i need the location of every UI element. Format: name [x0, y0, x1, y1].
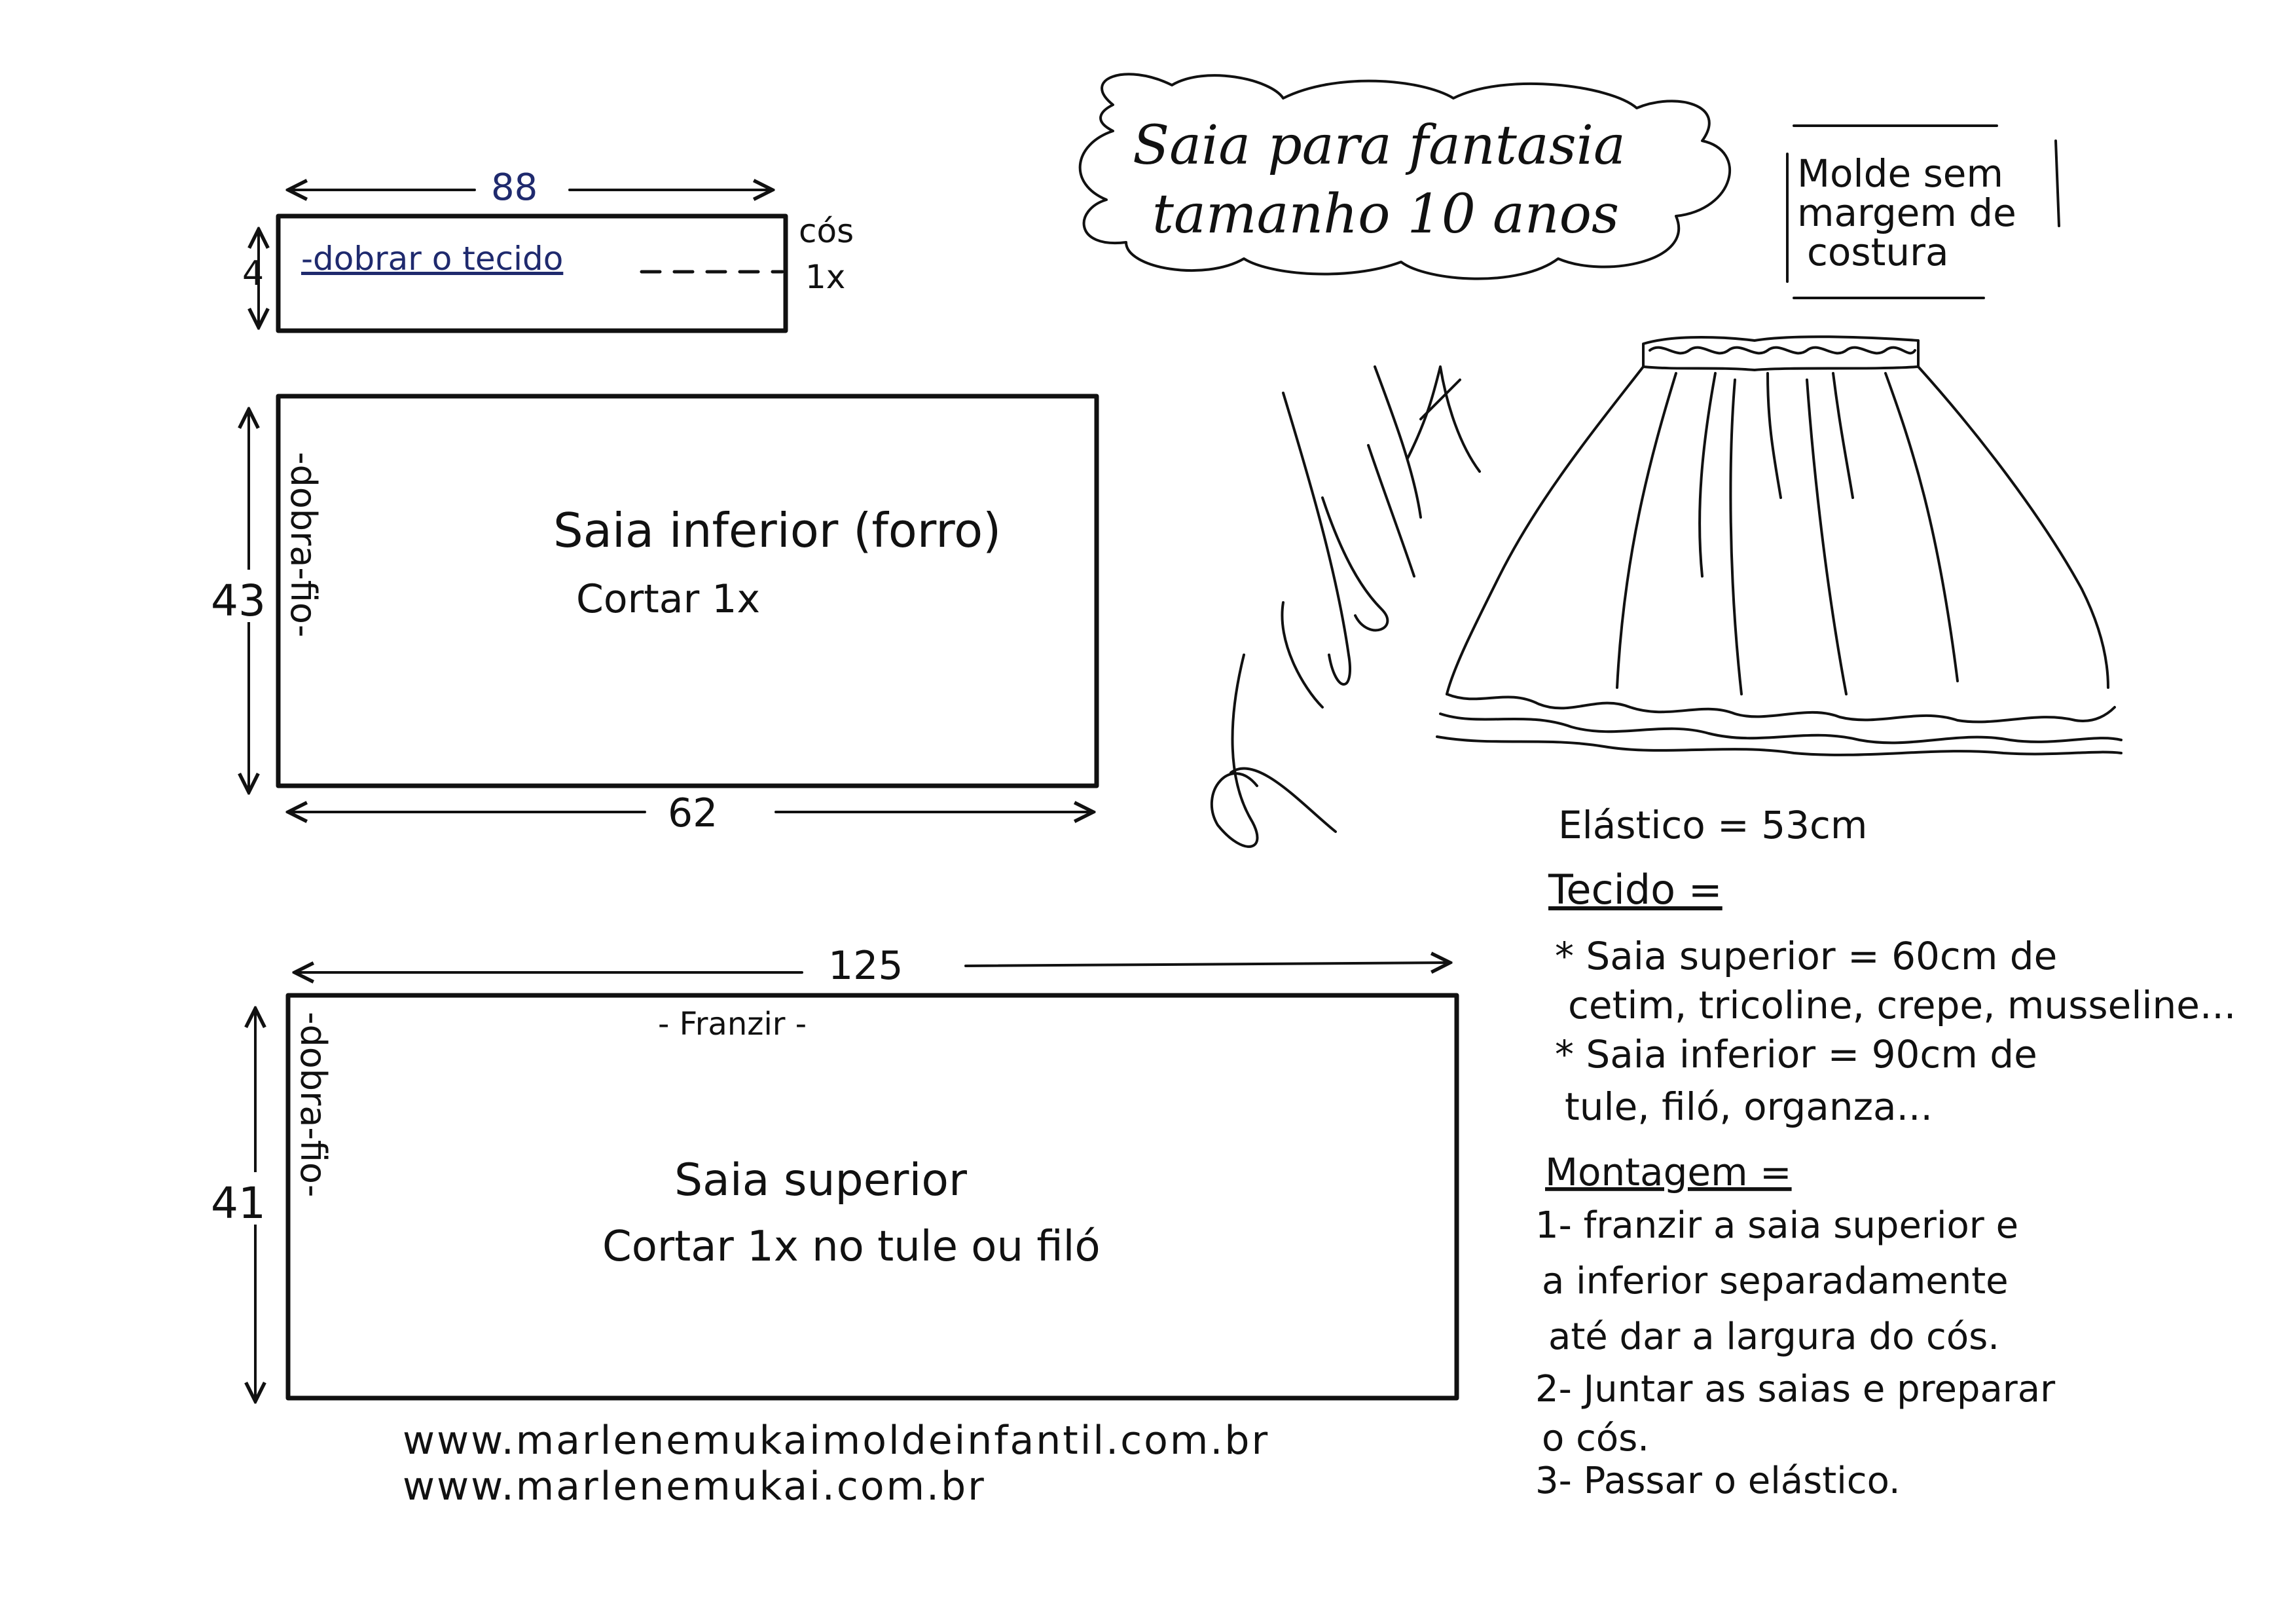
waistband-name: cós — [799, 212, 854, 250]
upper-skirt-gather-label: - Franzir - — [658, 1006, 807, 1043]
title-line-2: tamanho 10 anos — [1152, 183, 1619, 246]
lower-skirt-grain-label: -dobra-fio- — [283, 452, 324, 637]
website-1[interactable]: www.marlenemukaimoldeinfantil.com.br — [403, 1418, 1269, 1464]
assembly-heading: Montagem = — [1545, 1150, 1792, 1194]
upper-skirt-cut: Cortar 1x no tule ou filó — [602, 1223, 1101, 1271]
upper-skirt-width-label: 125 — [828, 943, 903, 989]
assembly-step-line-3: até dar a largura do cós. — [1548, 1316, 1999, 1358]
elastic-length: Elástico = 53cm — [1558, 803, 1867, 847]
assembly-step-line-1: 1- franzir a saia superior e — [1535, 1204, 2018, 1247]
waistband-cut: 1x — [805, 258, 845, 296]
assembly-instructions: Montagem = 1- franzir a saia superior e … — [1535, 1150, 2056, 1502]
signature — [1210, 365, 1481, 848]
note-line-2: margem de — [1797, 191, 2016, 235]
title-cloud: Saia para fantasia tamanho 10 anos — [1078, 73, 1731, 280]
upper-fabric-line-2: cetim, tricoline, crepe, musseline... — [1568, 983, 2236, 1027]
waistband-piece: 88 4 -dobrar o tecido cós 1x — [242, 166, 854, 333]
waistband-width-label: 88 — [491, 166, 538, 209]
title-line-1: Saia para fantasia — [1133, 115, 1626, 177]
assembly-step-line-2: a inferior separadamente — [1542, 1260, 2009, 1302]
assembly-step-line-6: 3- Passar o elástico. — [1535, 1460, 1901, 1502]
waistband-fold-label: -dobrar o tecido — [301, 240, 563, 278]
upper-skirt-name: Saia superior — [674, 1154, 967, 1206]
lower-fabric-line-1: * Saia inferior = 90cm de — [1555, 1032, 2037, 1077]
upper-skirt-piece: 125 41 -dobra-fio- - Franzir - Saia supe… — [210, 943, 1459, 1401]
assembly-step-line-4: 2- Juntar as saias e preparar — [1535, 1368, 2056, 1411]
assembly-step-line-5: o cós. — [1542, 1417, 1649, 1460]
skirt-illustration — [1436, 335, 2123, 756]
lower-fabric-line-2: tule, filó, organza... — [1565, 1084, 1933, 1129]
upper-skirt-grain-label: -dobra-fio- — [293, 1012, 334, 1197]
lower-skirt-width-label: 62 — [668, 790, 718, 836]
lower-skirt-height-label: 43 — [211, 576, 266, 626]
waistband-height-label: 4 — [242, 254, 264, 293]
materials-notes: Elástico = 53cm Tecido = * Saia superior… — [1548, 803, 2236, 1129]
fabric-heading: Tecido = — [1548, 866, 1722, 913]
lower-skirt-cut: Cortar 1x — [576, 576, 760, 622]
upper-skirt-height-label: 41 — [211, 1178, 266, 1228]
website-links: www.marlenemukaimoldeinfantil.com.br www… — [403, 1418, 1269, 1509]
upper-fabric-line-1: * Saia superior = 60cm de — [1555, 934, 2057, 978]
lower-skirt-name: Saia inferior (forro) — [553, 503, 1001, 558]
website-2[interactable]: www.marlenemukai.com.br — [403, 1464, 986, 1509]
note-line-3: costura — [1807, 230, 1948, 274]
note-line-1: Molde sem — [1797, 151, 2003, 196]
lower-skirt-piece: 43 62 -dobra-fio- Saia inferior (forro) … — [210, 394, 1099, 836]
seam-allowance-note: Molde sem margem de costura — [1786, 124, 2060, 299]
